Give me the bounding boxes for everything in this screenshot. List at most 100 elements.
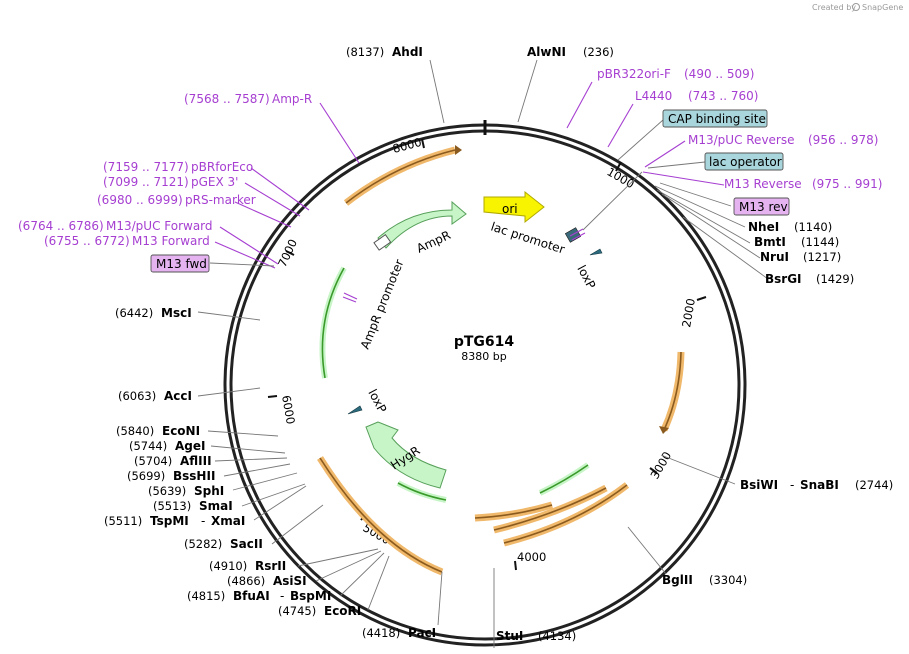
feature-label-loxp-1: loxP <box>574 263 598 291</box>
site-name-agei: AgeI <box>175 439 205 453</box>
site-pos-nrui: (1217) <box>803 250 841 264</box>
tick-label-1000: 1000 <box>605 164 637 191</box>
primer-range-amp-r: (7568 .. 7587) <box>184 92 270 106</box>
site-name-smai: SmaI <box>199 499 233 513</box>
primer-range-m13-forward: (6755 .. 6772) <box>44 234 130 248</box>
watermark-prefix: Created by <box>812 3 856 12</box>
site-name-stui: StuI <box>496 629 523 643</box>
site-pos-bsshii: (5699) <box>127 469 165 483</box>
ori-arrow <box>483 190 545 224</box>
m13-rev-label: M13 rev <box>739 200 788 214</box>
ampr-promoter-marker <box>373 234 392 251</box>
tick-label-2000: 2000 <box>679 297 698 328</box>
snapgene-logo-icon <box>852 3 860 11</box>
site-pos-stui: (4134) <box>538 629 576 643</box>
site-pos-sacii: (5282) <box>184 537 222 551</box>
site-name-asisi: AsiSI <box>273 574 307 588</box>
primer-range-prs-marker: (6980 .. 6999) <box>97 193 183 207</box>
site-name-sacii: SacII <box>230 537 263 551</box>
primer-name-amp-r: Amp-R <box>272 92 312 106</box>
tick-label-6000: 6000 <box>279 394 298 425</box>
primer-name-l4440: L4440 <box>635 89 672 103</box>
site-separator: - <box>201 514 205 528</box>
site-name-rsrii: RsrII <box>255 559 286 573</box>
primer-range-m13-puc-reverse: (956 .. 978) <box>808 133 878 147</box>
primer-name-m13-puc-reverse: M13/pUC Reverse <box>688 133 795 147</box>
feature-label-lac-promoter: lac promoter <box>489 220 566 257</box>
site-name-srui: NruI <box>760 250 789 264</box>
site-pos-alwni: (236) <box>583 45 614 59</box>
site-name-sphi: SphI <box>194 484 224 498</box>
site-pos-bfuai: (4815) <box>187 589 225 603</box>
primer-name-pbrforeco: pBRforEco <box>191 160 253 174</box>
site-pos-bsrgi: (1429) <box>816 272 854 286</box>
green-arcs <box>319 266 590 503</box>
site-pos-msci: (6442) <box>115 306 153 320</box>
site-pos-acci: (6063) <box>118 389 156 403</box>
site-pos-rsrii: (4910) <box>209 559 247 573</box>
tick-label-8000: 8000 <box>391 135 423 156</box>
ampr-arrow <box>377 200 467 249</box>
primer-range-l4440: (743 .. 760) <box>688 89 758 103</box>
m13-rev-box <box>733 197 790 216</box>
site-separator: - <box>280 589 284 603</box>
orf-arcs <box>317 145 685 576</box>
site-name-econi: EcoNI <box>162 424 200 438</box>
site-name-snabi: SnaBI <box>800 478 839 492</box>
primer-name-prs-marker: pRS-marker <box>185 193 256 207</box>
site-name-bsiwi: BsiWI <box>740 478 778 492</box>
site-pos-paci: (4418) <box>362 626 400 640</box>
site-name-paci: PacI <box>408 626 436 640</box>
site-pos-bglii: (3304) <box>709 573 747 587</box>
plasmid-name: pTG614 <box>454 334 515 350</box>
site-pos-nhei: (1140) <box>794 220 832 234</box>
site-name-ecori: EcoRI <box>324 604 361 618</box>
site-pos-asisi: (4866) <box>227 574 265 588</box>
site-pos-bmti: (1144) <box>801 235 839 249</box>
site-pos-ecori: (4745) <box>278 604 316 618</box>
site-name-bmti: BmtI <box>754 235 786 249</box>
site-name-bglii: BglII <box>662 573 693 587</box>
site-pos-sphi: (5639) <box>148 484 186 498</box>
feature-label-ampr-promoter: AmpR promoter <box>358 257 407 351</box>
tick-label-4000: 4000 <box>517 550 546 564</box>
site-pos-aflIII: (5704) <box>134 454 172 468</box>
site-name-tspmi: TspMI <box>150 514 189 528</box>
site-name-msci: MscI <box>161 306 192 320</box>
site-name-bfuai: BfuAI <box>233 589 270 603</box>
m13-fwd-box <box>150 254 210 273</box>
primer-range-pbrforeco: (7159 .. 7177) <box>103 160 189 174</box>
hygr-arrow <box>365 421 447 489</box>
site-name-xmai: XmaI <box>211 514 245 528</box>
feature-label-ori: ori <box>502 202 518 216</box>
primer-name-pbr322ori-f: pBR322ori-F <box>597 67 671 81</box>
site-name-afliii: AflIII <box>180 454 212 468</box>
primer-leaders <box>214 81 725 269</box>
primer-range-pgex3: (7099 .. 7121) <box>103 175 189 189</box>
feature-label-loxp-2: loxP <box>365 387 389 415</box>
tick-label-7000: 7000 <box>275 237 300 269</box>
box-leaders <box>209 119 732 267</box>
site-name-alwni: AlwNI <box>527 45 566 59</box>
primer-range-m13-puc-forward: (6764 .. 6786) <box>18 219 104 233</box>
tick-label-3000: 3000 <box>647 449 674 481</box>
cap-binding-site-box <box>662 109 768 128</box>
primer-range-m13-reverse: (975 .. 991) <box>812 177 882 191</box>
site-pos-agei: (5744) <box>129 439 167 453</box>
site-separator: - <box>790 478 794 492</box>
lac-operator-box <box>704 152 784 171</box>
site-pos-econi: (5840) <box>116 424 154 438</box>
primer-name-pgex3: pGEX 3' <box>191 175 238 189</box>
site-pos-ahdi: (8137) <box>346 45 384 59</box>
site-name-bspmi: BspMI <box>290 589 331 603</box>
plasmid-size: 8380 bp <box>461 350 506 363</box>
site-leaders <box>197 59 769 648</box>
site-name-bsrgi: BsrGI <box>765 272 802 286</box>
primer-marks-inner <box>342 228 586 303</box>
site-name-acci: AccI <box>164 389 192 403</box>
lac-operator-label: lac operator <box>709 155 782 169</box>
m13-fwd-label: M13 fwd <box>156 257 207 271</box>
site-pos-smai: (5513) <box>153 499 191 513</box>
site-pos-bsiwi: (2744) <box>855 478 893 492</box>
site-name-ahdi: AhdI <box>392 45 423 59</box>
